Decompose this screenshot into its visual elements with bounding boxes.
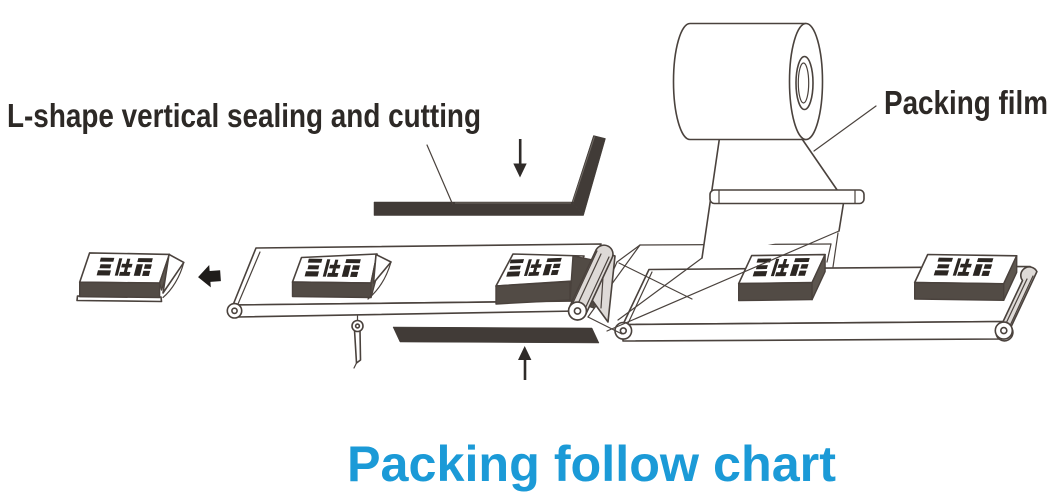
l-shape-leader-line bbox=[426, 144, 454, 205]
box-wrap-fin bbox=[372, 253, 392, 284]
right-roller-axle-hole bbox=[999, 326, 1008, 335]
bottom-sealing-bar bbox=[392, 326, 600, 380]
bottom-bar-body bbox=[392, 326, 600, 344]
l-shape-label: L-shape vertical sealing and cutting bbox=[7, 97, 481, 134]
box-front-face bbox=[914, 281, 1005, 301]
lever-rod bbox=[353, 329, 362, 364]
wrapped-box-on-left-conveyor bbox=[291, 253, 392, 300]
annotations: L-shape vertical sealing and cutting Pac… bbox=[7, 84, 1048, 205]
packing-film-leader-line bbox=[813, 105, 877, 152]
l-shape-sealer bbox=[373, 135, 606, 216]
box-front-face bbox=[495, 280, 571, 305]
film-wrap-edge bbox=[832, 232, 839, 268]
film-roll-body bbox=[672, 22, 807, 141]
sealer-down-arrow bbox=[513, 139, 527, 178]
box-front-face bbox=[738, 281, 813, 302]
box-wrap-fold-line bbox=[162, 261, 185, 299]
film-fold-right bbox=[606, 230, 840, 332]
hinged-lever bbox=[351, 315, 364, 369]
diagram-title: Packing follow chart bbox=[347, 436, 836, 492]
sealer-horizontal-bar bbox=[373, 201, 584, 216]
guide-bar-body bbox=[709, 189, 865, 205]
bottom-bar-up-arrow bbox=[518, 346, 532, 380]
box-wrap-fin bbox=[162, 253, 185, 294]
box-front-face bbox=[78, 281, 161, 299]
box-wrap-fold-line bbox=[367, 261, 392, 300]
packing-film-label: Packing film bbox=[884, 84, 1048, 121]
film-roll-core-hole bbox=[795, 55, 814, 111]
film-fold-left bbox=[617, 257, 703, 321]
lever-pivot-hole bbox=[354, 323, 361, 329]
film-tube-mouth-bottom-edge bbox=[587, 316, 623, 335]
box-on-right-conveyor-1 bbox=[737, 253, 826, 302]
film-tube-front-fold-line bbox=[618, 262, 693, 300]
sealer-diagonal-arm bbox=[571, 135, 606, 216]
left-roller-axle-hole bbox=[619, 327, 627, 335]
left-conveyor-curl-line bbox=[237, 251, 261, 305]
lever-rod-tip bbox=[353, 362, 358, 369]
box-front-face bbox=[291, 281, 372, 299]
right-conveyor-front-face bbox=[622, 320, 1005, 342]
packing-film-roll bbox=[672, 22, 824, 141]
film-tube-right-corner-edge bbox=[826, 243, 832, 263]
film-roll-core-inner bbox=[797, 62, 810, 104]
junction-wrap-station bbox=[495, 244, 616, 323]
box-on-right-conveyor-2 bbox=[913, 253, 1018, 301]
film-guide-bar bbox=[709, 189, 865, 205]
box-right-face bbox=[1003, 255, 1018, 301]
exit-direction-arrow bbox=[198, 264, 221, 288]
left-roller-axle-hole bbox=[231, 307, 238, 315]
box-right-face bbox=[811, 253, 826, 301]
wrapped-package-exit bbox=[76, 252, 185, 303]
end-roller-axle-hole bbox=[573, 307, 582, 315]
film-tube-mouth-top-edge bbox=[616, 244, 641, 263]
box-top-face bbox=[78, 252, 171, 284]
